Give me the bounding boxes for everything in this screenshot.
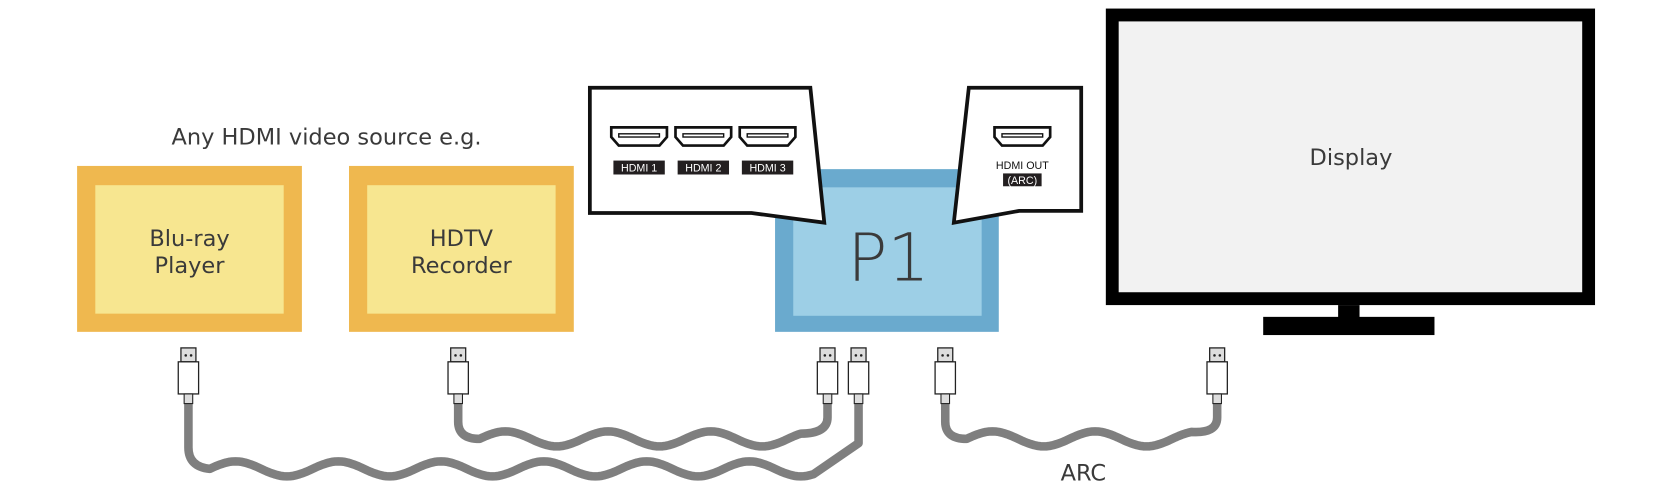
inputs-callout: HDMI 1 HDMI 2 HDMI 3	[587, 85, 827, 225]
hdtv-recorder-box: HDTV Recorder	[349, 165, 574, 332]
bluray-player-box: Blu-ray Player	[77, 165, 302, 332]
hdmi-port-label: HDMI 1	[621, 162, 657, 174]
hdmi-port-label: HDMI 3	[749, 162, 785, 174]
recorder-label-line2: Recorder	[411, 253, 512, 279]
cables	[184, 398, 1222, 481]
hdmi-port-icon: HDMI 3	[738, 126, 797, 175]
bluray-label-line2: Player	[155, 253, 226, 279]
source-caption: Any HDMI video source e.g.	[171, 125, 481, 151]
display-label: Display	[1310, 145, 1393, 171]
arc-cable-label: ARC	[1061, 461, 1107, 486]
hdmi-port-label: HDMI 2	[685, 162, 721, 174]
output-callout: HDMI OUT (ARC)	[951, 85, 1084, 225]
hdmi-plug-icon	[847, 347, 870, 405]
hdmi-cable	[940, 398, 1222, 451]
hdmi-cable	[453, 398, 832, 451]
hdmi-plug-icon	[1206, 347, 1228, 405]
hdmi-out-label: HDMI OUT	[996, 160, 1049, 172]
bluray-label-line1: Blu-ray	[149, 226, 229, 252]
arc-port-label: (ARC)	[1007, 175, 1037, 187]
recorder-label-line1: HDTV	[430, 226, 494, 252]
hdmi-port-icon: HDMI 1	[609, 126, 669, 175]
hdmi-plug-icon	[447, 347, 470, 405]
hdmi-out-port-icon	[993, 126, 1052, 147]
hdmi-plug-icon	[177, 347, 200, 405]
p1-label: P1	[847, 218, 929, 296]
hdmi-cable	[184, 398, 863, 481]
hdmi-plug-icon	[934, 347, 957, 405]
hdmi-port-icon: HDMI 2	[674, 126, 733, 175]
display-tv: Display	[1105, 8, 1596, 336]
hdmi-plug-icon	[816, 347, 839, 405]
